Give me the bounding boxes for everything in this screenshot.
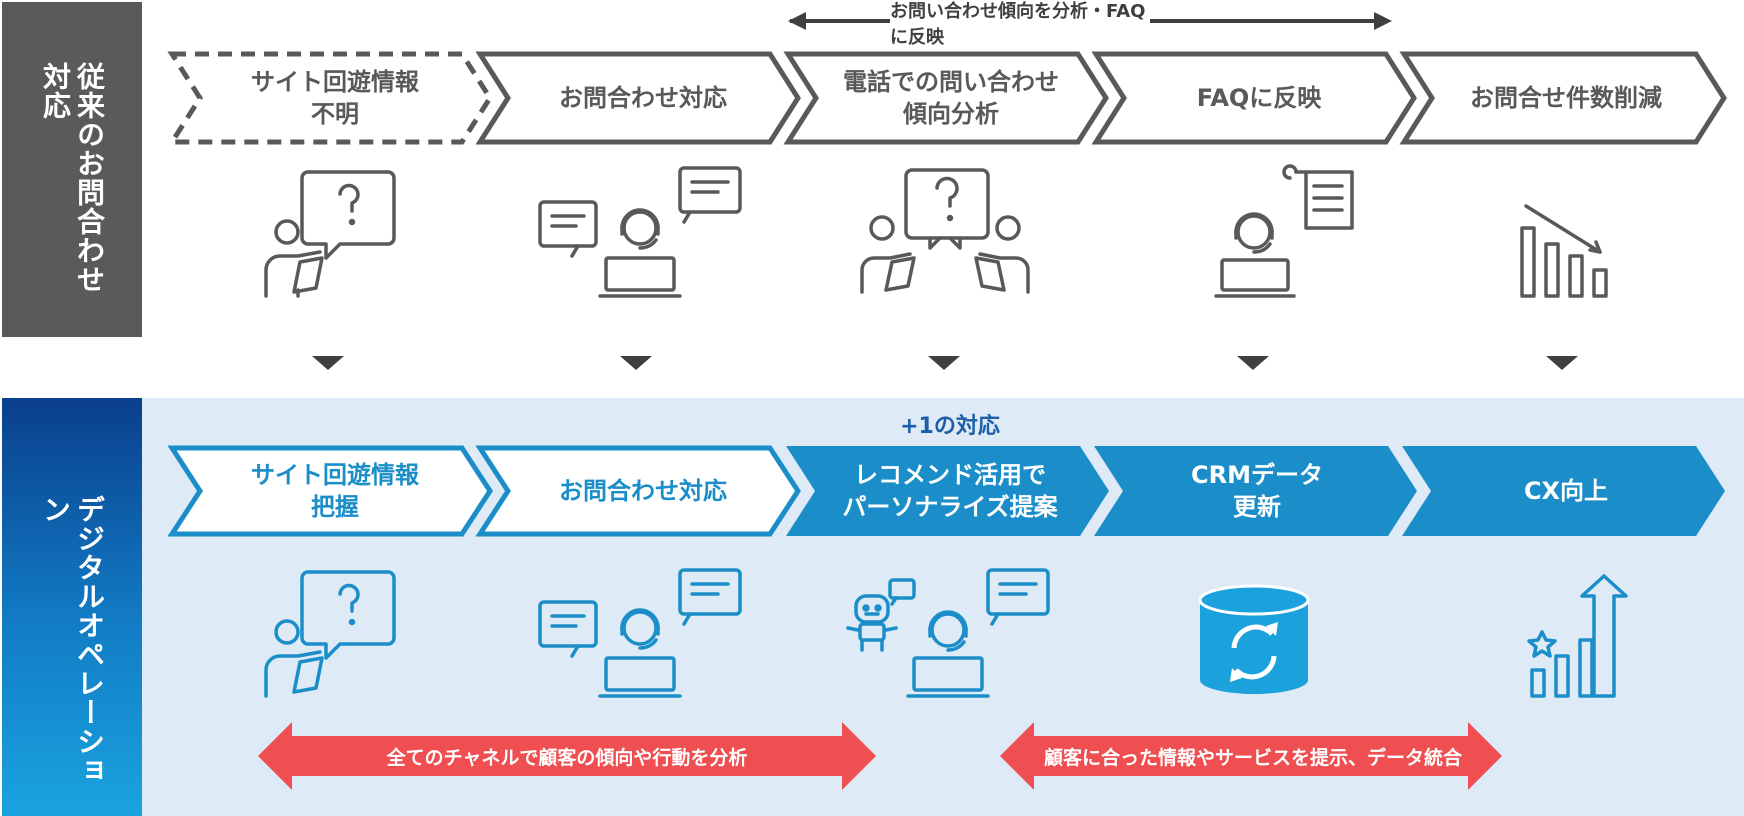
- top-step-2-chevron: [475, 51, 801, 145]
- operator-chat-icon: [538, 166, 742, 298]
- bottom-step-5-label: CX向上: [1523, 477, 1609, 505]
- digital-label-panel: [2, 398, 142, 816]
- bottom-step-5-chevron: [1402, 446, 1725, 536]
- traditional-label: 従来のお問合わせ対応: [39, 62, 106, 294]
- top-step-4-chevron: [1091, 51, 1417, 145]
- red-arrow-left-label: 全てのチャネルで顧客の傾向や行動を分析: [386, 746, 748, 769]
- red-arrow-left: [258, 722, 876, 790]
- person-question-icon: [264, 570, 396, 698]
- top-step-4-label: FAQに反映: [1196, 84, 1322, 112]
- rising-bars-star-icon: [1527, 574, 1628, 698]
- person-question-icon: [264, 170, 396, 298]
- plus-one-caption: +1の対応: [900, 414, 1000, 439]
- top-step-2-label: お問合わせ対応: [559, 84, 727, 112]
- top-step-1-label: サイト回遊情報 不明: [251, 68, 419, 128]
- bottom-step-4-label: CRMデータ 更新: [1191, 461, 1323, 521]
- bottom-step-3-label: レコメンド活用で パーソナライズ提案: [842, 461, 1058, 521]
- top-analysis-caption: お問い合わせ傾向を分析・FAQに反映: [890, 1, 1150, 48]
- bottom-step-3-chevron: [786, 446, 1109, 536]
- bottom-step-1-chevron: [167, 445, 493, 537]
- down-triangles: [312, 356, 1578, 370]
- top-step-3-chevron: [783, 51, 1109, 145]
- robot-operator-icon: [846, 568, 1050, 698]
- meeting-question-icon: [860, 168, 1030, 294]
- operator-chat-icon: [538, 568, 742, 698]
- bottom-step-1-label: サイト回遊情報 把握: [251, 461, 419, 521]
- bottom-step-2-label: お問合わせ対応: [559, 477, 727, 505]
- top-step-5-label: お問合せ件数削減: [1470, 84, 1662, 112]
- red-arrow-right-label: 顧客に合った情報やサービスを提示、データ統合: [1043, 746, 1462, 769]
- red-arrow-right: [1000, 722, 1502, 790]
- traditional-label-panel: [2, 2, 142, 337]
- digital-label: デジタルオペレーション: [39, 495, 106, 785]
- top-step-3-label: 電話での問い合わせ 傾向分析: [843, 68, 1059, 128]
- operator-document-icon: [1214, 164, 1354, 298]
- top-step-5-chevron: [1399, 51, 1727, 145]
- declining-bars-icon: [1520, 204, 1608, 298]
- database-sync-icon: [1198, 584, 1310, 694]
- bottom-step-2-chevron: [475, 445, 801, 537]
- bottom-step-4-chevron: [1094, 446, 1417, 536]
- top-step-1-chevron: [167, 51, 493, 145]
